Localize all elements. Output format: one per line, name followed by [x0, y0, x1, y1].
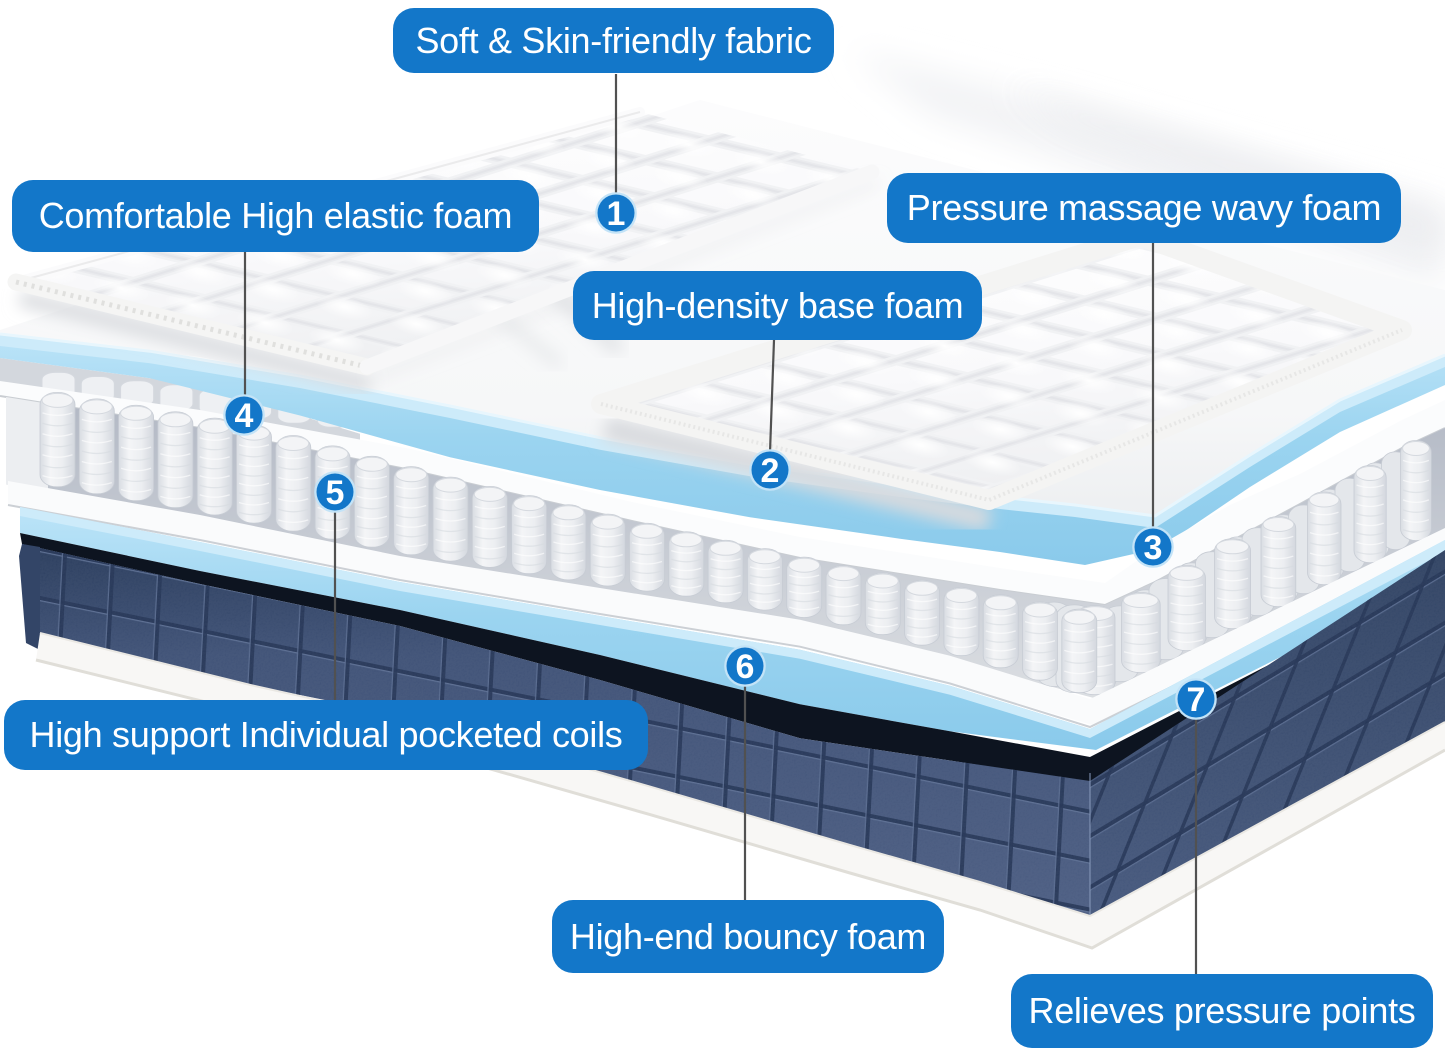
- svg-text:5: 5: [326, 474, 345, 512]
- svg-text:2: 2: [761, 452, 780, 490]
- svg-text:4: 4: [235, 397, 254, 435]
- svg-text:1: 1: [607, 195, 626, 233]
- svg-text:7: 7: [1187, 681, 1206, 719]
- svg-text:6: 6: [736, 648, 755, 686]
- svg-text:3: 3: [1144, 529, 1163, 567]
